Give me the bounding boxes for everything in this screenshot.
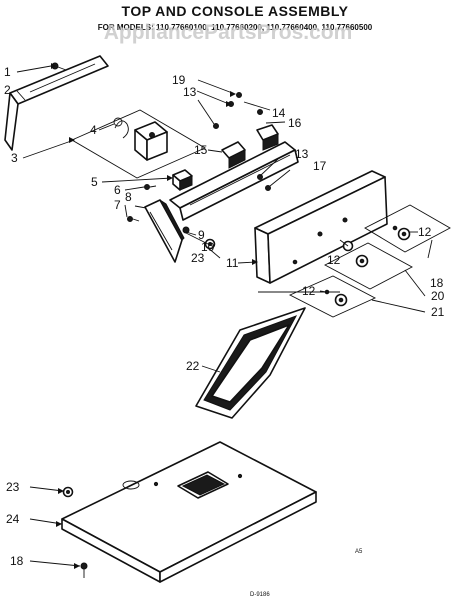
rail-bracket-16 [256,124,279,151]
callout-8: 8 [125,190,132,204]
rail-switch-15 [221,141,246,169]
callout-3: 3 [11,151,18,165]
model-list: FOR MODELS: 110.77660100, 110.77660200, … [98,23,373,32]
callout-5: 5 [91,175,98,189]
rear-trim-panel [4,55,109,151]
dryer-top [61,441,317,583]
top-panel-insert [195,307,306,419]
callout-labels: 1 2 3 4 5 6 7 8 9 10 23 11 19 13 14 16 1… [4,65,445,568]
knob-group-21 [288,275,377,318]
callout-24: 24 [6,512,20,526]
knob-group-19 [364,204,451,253]
callout-7: 7 [114,198,121,212]
top-fasteners [62,486,88,578]
callout-18-bottom: 18 [10,554,24,568]
callout-10: 10 [201,240,215,254]
callout-4: 4 [90,123,97,137]
callout-1: 1 [4,65,11,79]
leader-arrows [51,63,258,569]
drawing-code: D-9186 [250,592,270,598]
knob-group-20 [324,242,413,290]
callout-20: 20 [431,289,445,303]
callout-18-top: 19 [172,73,186,87]
watermark: AppliancePartsPros.com [104,21,353,44]
diagram-title: TOP AND CONSOLE ASSEMBLY [122,3,349,19]
callout-12-right: 12 [418,225,432,239]
callout-6: 6 [114,183,121,197]
callout-2: 2 [4,83,11,97]
cycle-switch [172,169,193,191]
page-mark: A5 [355,549,363,555]
console-panel [254,170,388,284]
callout-9: 9 [198,228,205,242]
timer-mount-plate [71,109,206,179]
callout-14: 14 [272,106,286,120]
switch-screw [144,184,157,190]
callout-17: 17 [313,159,327,173]
callout-12-low: 12 [302,284,316,298]
callout-13-top: 13 [183,85,197,99]
callout-23-top: 23 [191,251,205,265]
timer [113,117,168,161]
leader-lines [16,65,433,567]
callout-15: 15 [194,143,208,157]
callout-16: 16 [288,116,302,130]
console-end-bracket [144,199,185,263]
callout-23-bottom: 23 [6,480,20,494]
callout-11: 11 [226,256,239,270]
callout-19: 18 [430,276,444,290]
callout-22: 22 [186,359,200,373]
callout-13-mid: 13 [295,147,309,161]
console-screw [127,216,140,222]
callout-21: 21 [431,305,445,319]
callout-12-mid: 12 [327,253,341,267]
